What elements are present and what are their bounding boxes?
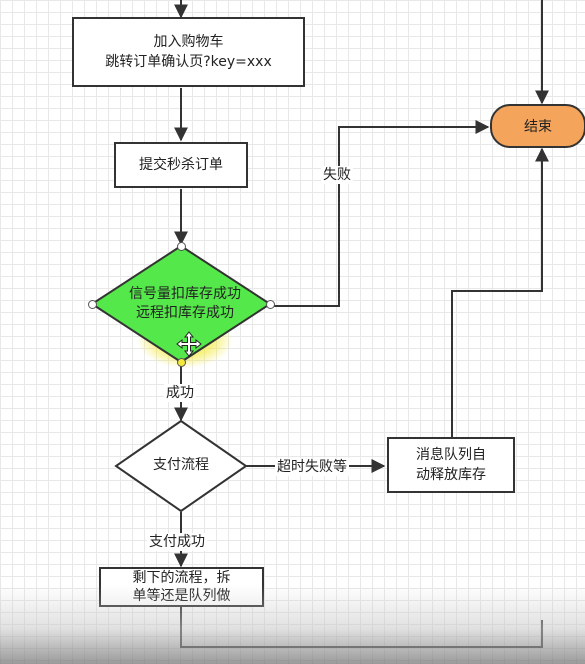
end-label: 结束 <box>524 119 552 135</box>
payment-text: 支付流程 <box>131 456 231 475</box>
edge-decision-fail <box>272 120 490 307</box>
edge-mq-to-end <box>451 147 549 437</box>
mq-release-node[interactable]: 消息队列自 动释放库存 <box>387 437 515 493</box>
submit-order-node[interactable]: 提交秒杀订单 <box>114 142 248 188</box>
decision-text: 信号量扣库存成功 远程扣库存成功 <box>100 285 270 323</box>
decision-line2: 远程扣库存成功 <box>136 305 234 321</box>
submit-order-label: 提交秒杀订单 <box>139 157 223 173</box>
remaining-line2: 单等还是队列做 <box>132 588 231 604</box>
handle-left[interactable] <box>88 300 97 309</box>
add-cart-line2: 跳转订单确认页?key=xxx <box>105 54 272 70</box>
handle-bottom[interactable] <box>177 358 186 367</box>
handle-top[interactable] <box>177 242 186 251</box>
move-cursor-icon <box>176 331 202 357</box>
mq-release-line2: 动释放库存 <box>416 467 486 483</box>
payment-label: 支付流程 <box>153 457 209 473</box>
end-node[interactable]: 结束 <box>490 104 585 148</box>
add-cart-node[interactable]: 加入购物车 跳转订单确认页?key=xxx <box>72 17 305 87</box>
edge-remaining-to-end <box>180 607 543 648</box>
payment-diamond[interactable] <box>114 419 248 513</box>
decision-line1: 信号量扣库存成功 <box>129 286 241 302</box>
edge-label-fail: 失败 <box>321 166 353 184</box>
remaining-line1: 剩下的流程，拆 <box>132 570 231 586</box>
add-cart-line1: 加入购物车 <box>153 34 224 50</box>
handle-right[interactable] <box>266 300 275 309</box>
edge-label-timeout-fail: 超时失败等 <box>275 458 349 476</box>
mq-release-line1: 消息队列自 <box>416 447 486 463</box>
remaining-node[interactable]: 剩下的流程，拆 单等还是队列做 <box>99 567 264 607</box>
edge-label-success: 成功 <box>164 384 196 402</box>
edge-label-pay-success: 支付成功 <box>147 533 207 551</box>
